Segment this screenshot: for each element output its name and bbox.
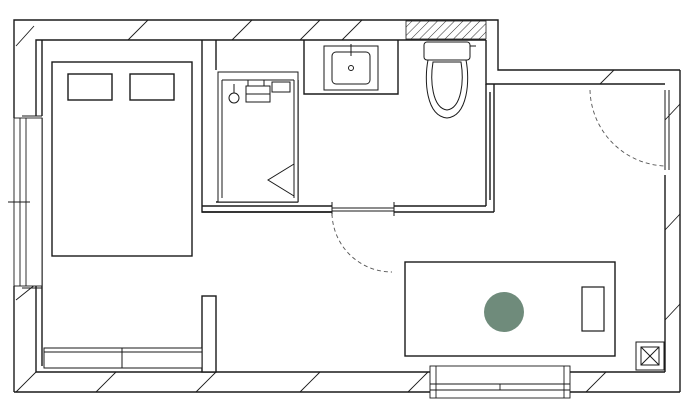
toilet-icon bbox=[423, 41, 476, 119]
bath-door-swing bbox=[331, 213, 393, 273]
wall-hatch-ticks bbox=[15, 19, 681, 393]
pillow-icon bbox=[67, 73, 113, 101]
pillow-icon bbox=[129, 73, 175, 101]
entry-door bbox=[589, 89, 670, 170]
desk-item bbox=[581, 286, 605, 332]
cabinet-icon bbox=[43, 347, 203, 369]
bedroom-partition bbox=[201, 295, 217, 373]
bed-icon bbox=[51, 61, 193, 257]
wall-top-inner bbox=[35, 39, 216, 116]
hatched-wall-segment bbox=[405, 20, 487, 40]
shower-icon bbox=[217, 71, 299, 203]
round-stool-icon bbox=[484, 292, 524, 332]
sink-icon bbox=[323, 44, 379, 91]
bottom-window bbox=[429, 365, 571, 399]
entry-door-swing-icon bbox=[589, 89, 666, 167]
corner-fixture-icon bbox=[635, 341, 665, 371]
bath-door-jamb bbox=[331, 202, 395, 216]
left-window bbox=[8, 115, 43, 289]
shower-door-triangle bbox=[267, 163, 295, 197]
wall-top-outer bbox=[13, 19, 680, 118]
desk-icon bbox=[404, 261, 616, 357]
